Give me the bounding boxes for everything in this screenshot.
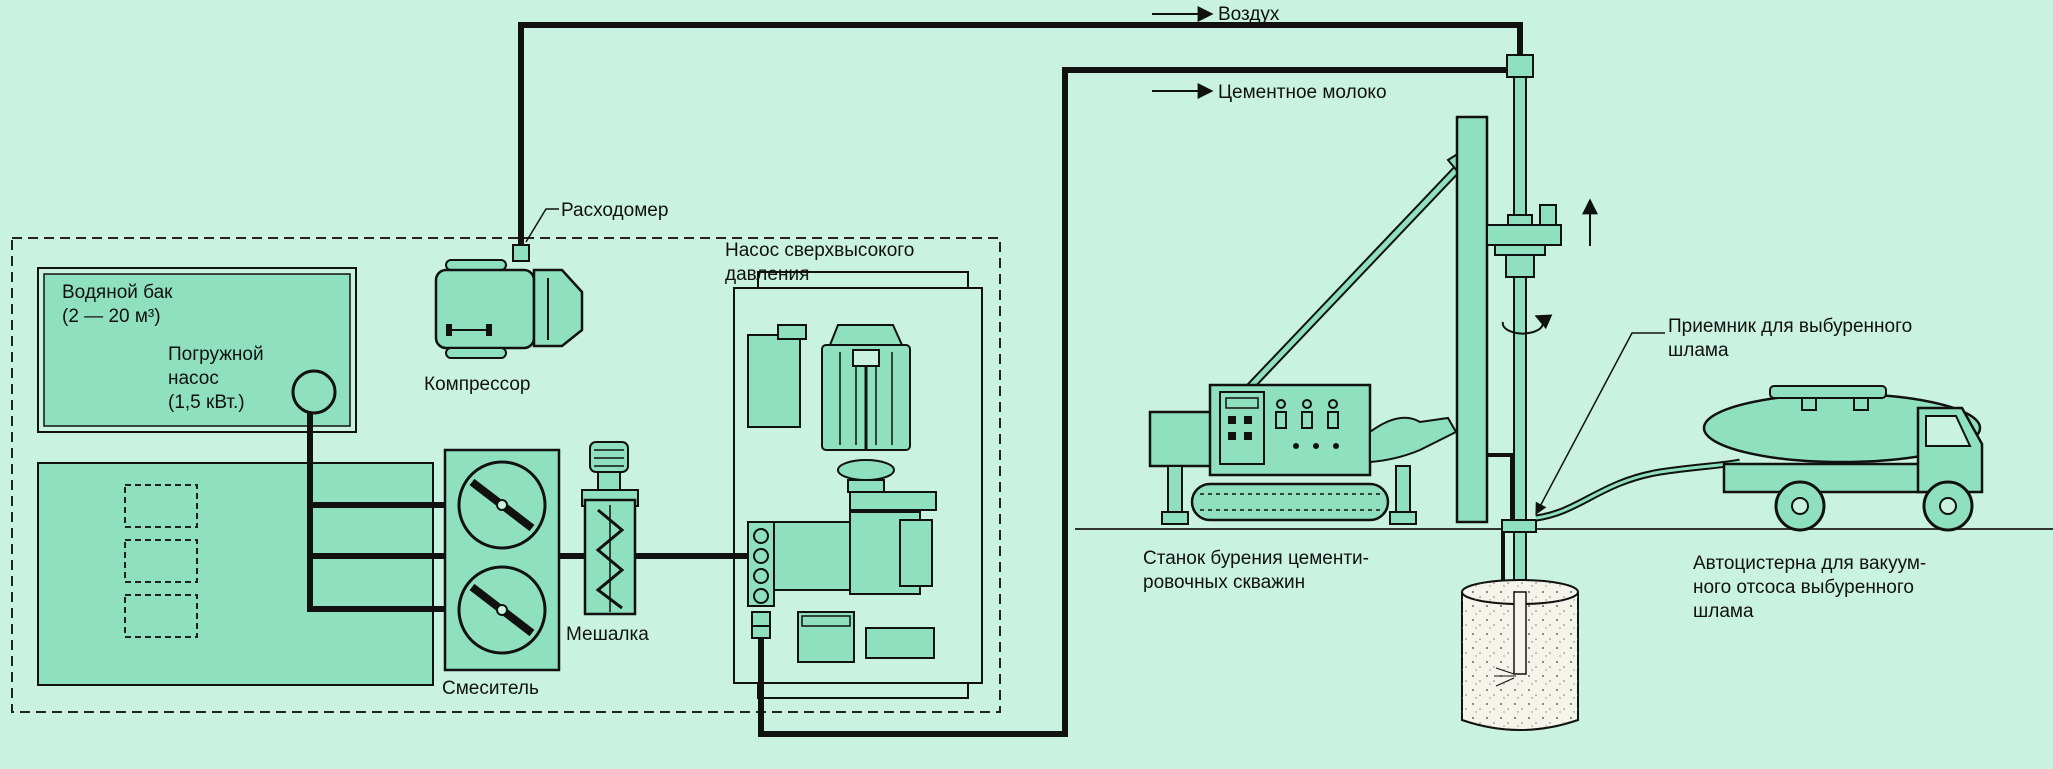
hp-pump-label-2: давления xyxy=(725,264,809,285)
agitator-label: Мешалка xyxy=(566,624,649,645)
grout-column xyxy=(1461,579,1579,731)
compressor-label: Компрессор xyxy=(424,374,530,395)
submersible-pump-label: Погружной xyxy=(168,344,264,365)
mixer-unit xyxy=(443,448,561,672)
water-tank-capacity: (2 — 20 м³) xyxy=(62,306,161,327)
plant-boundary xyxy=(11,237,1001,713)
receiver-label-2: шлама xyxy=(1668,340,1729,361)
mixer-label: Смеситель xyxy=(442,678,539,699)
pipes xyxy=(307,22,1523,737)
rotation-arrow-icon xyxy=(1501,314,1553,335)
compressor-unit xyxy=(434,259,584,359)
submersible-pump-icon xyxy=(291,369,337,415)
drill-string xyxy=(1486,54,1562,676)
rig-label: Станок бурения цементи- xyxy=(1143,548,1369,569)
water-tank-label: Водяной бак xyxy=(62,282,173,303)
drilling-rig xyxy=(1148,115,1489,525)
storage-unit xyxy=(37,462,434,686)
flowmeter-label: Расходомер xyxy=(561,200,668,221)
vacuum-truck xyxy=(1702,385,1984,532)
cement-milk-label: Цементное молоко xyxy=(1218,82,1387,103)
flowmeter-leader xyxy=(525,208,559,243)
flowmeter-icon xyxy=(512,244,530,262)
hp-pump-unit xyxy=(733,271,983,699)
submersible-pump-power: (1,5 кВт.) xyxy=(168,392,245,413)
hp-pump-label: Насос сверхвысокого xyxy=(725,240,914,261)
truck-label: Автоцистерна для вакуум- xyxy=(1693,553,1926,574)
truck-label-3: шлама xyxy=(1693,601,1754,622)
air-label: Воздух xyxy=(1218,4,1280,25)
receiver-label: Приемник для выбуренного xyxy=(1668,316,1912,337)
receiver-leader xyxy=(1535,332,1665,516)
agitator-unit xyxy=(581,441,639,616)
submersible-pump-label-2: насос xyxy=(168,368,219,389)
rig-label-2: ровочных скважин xyxy=(1143,572,1305,593)
truck-label-2: ного отсоса выбуренного xyxy=(1693,577,1914,598)
